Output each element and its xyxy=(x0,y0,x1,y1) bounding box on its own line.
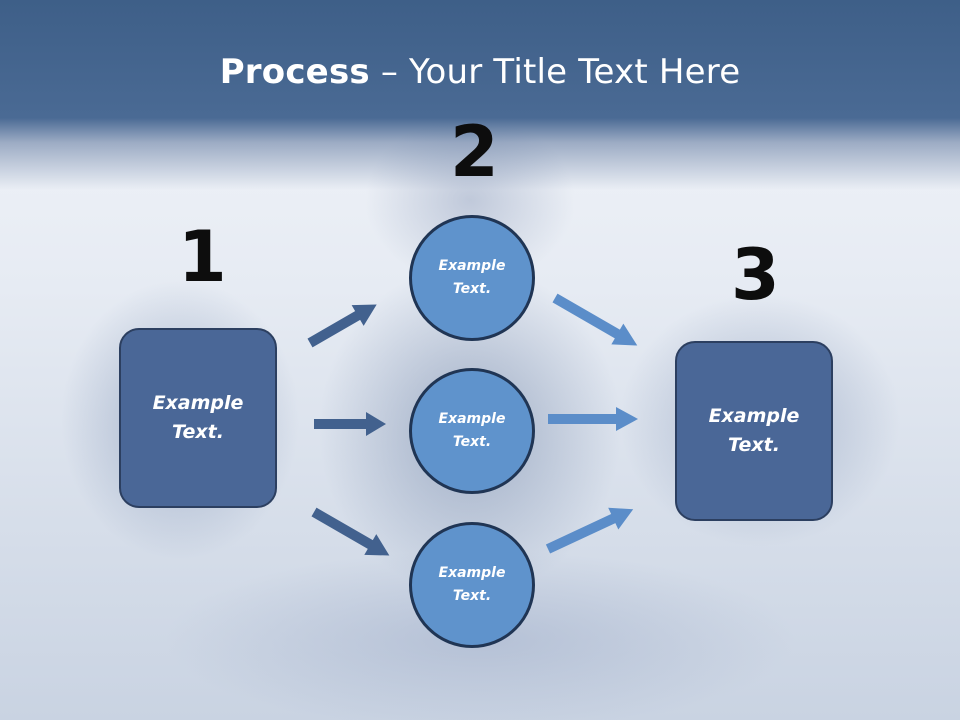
process-circle-bottom: Example Text. xyxy=(409,522,535,648)
process-box-right: Example Text. xyxy=(675,341,833,521)
process-circle-top: Example Text. xyxy=(409,215,535,341)
title-bold: Process xyxy=(219,52,370,92)
process-circle-middle: Example Text. xyxy=(409,368,535,494)
arrow-up-right-right xyxy=(545,507,634,554)
arrow-down-right-left xyxy=(311,507,390,556)
step-number-1: 1 xyxy=(178,216,227,298)
arrow-down-right-right xyxy=(552,293,638,346)
step-number-3: 3 xyxy=(731,234,780,316)
arrow-right-right xyxy=(548,407,638,431)
arrow-right-left xyxy=(314,412,386,436)
slide-title: Process – Your Title Text Here xyxy=(0,52,960,92)
step-number-2: 2 xyxy=(450,111,499,193)
title-banner xyxy=(0,0,960,190)
arrow-up-right-left xyxy=(307,304,377,348)
process-box-left: Example Text. xyxy=(119,328,277,508)
arrows-left-group xyxy=(307,304,390,556)
arrows-right-group xyxy=(545,293,638,554)
title-rest: – Your Title Text Here xyxy=(369,52,741,92)
